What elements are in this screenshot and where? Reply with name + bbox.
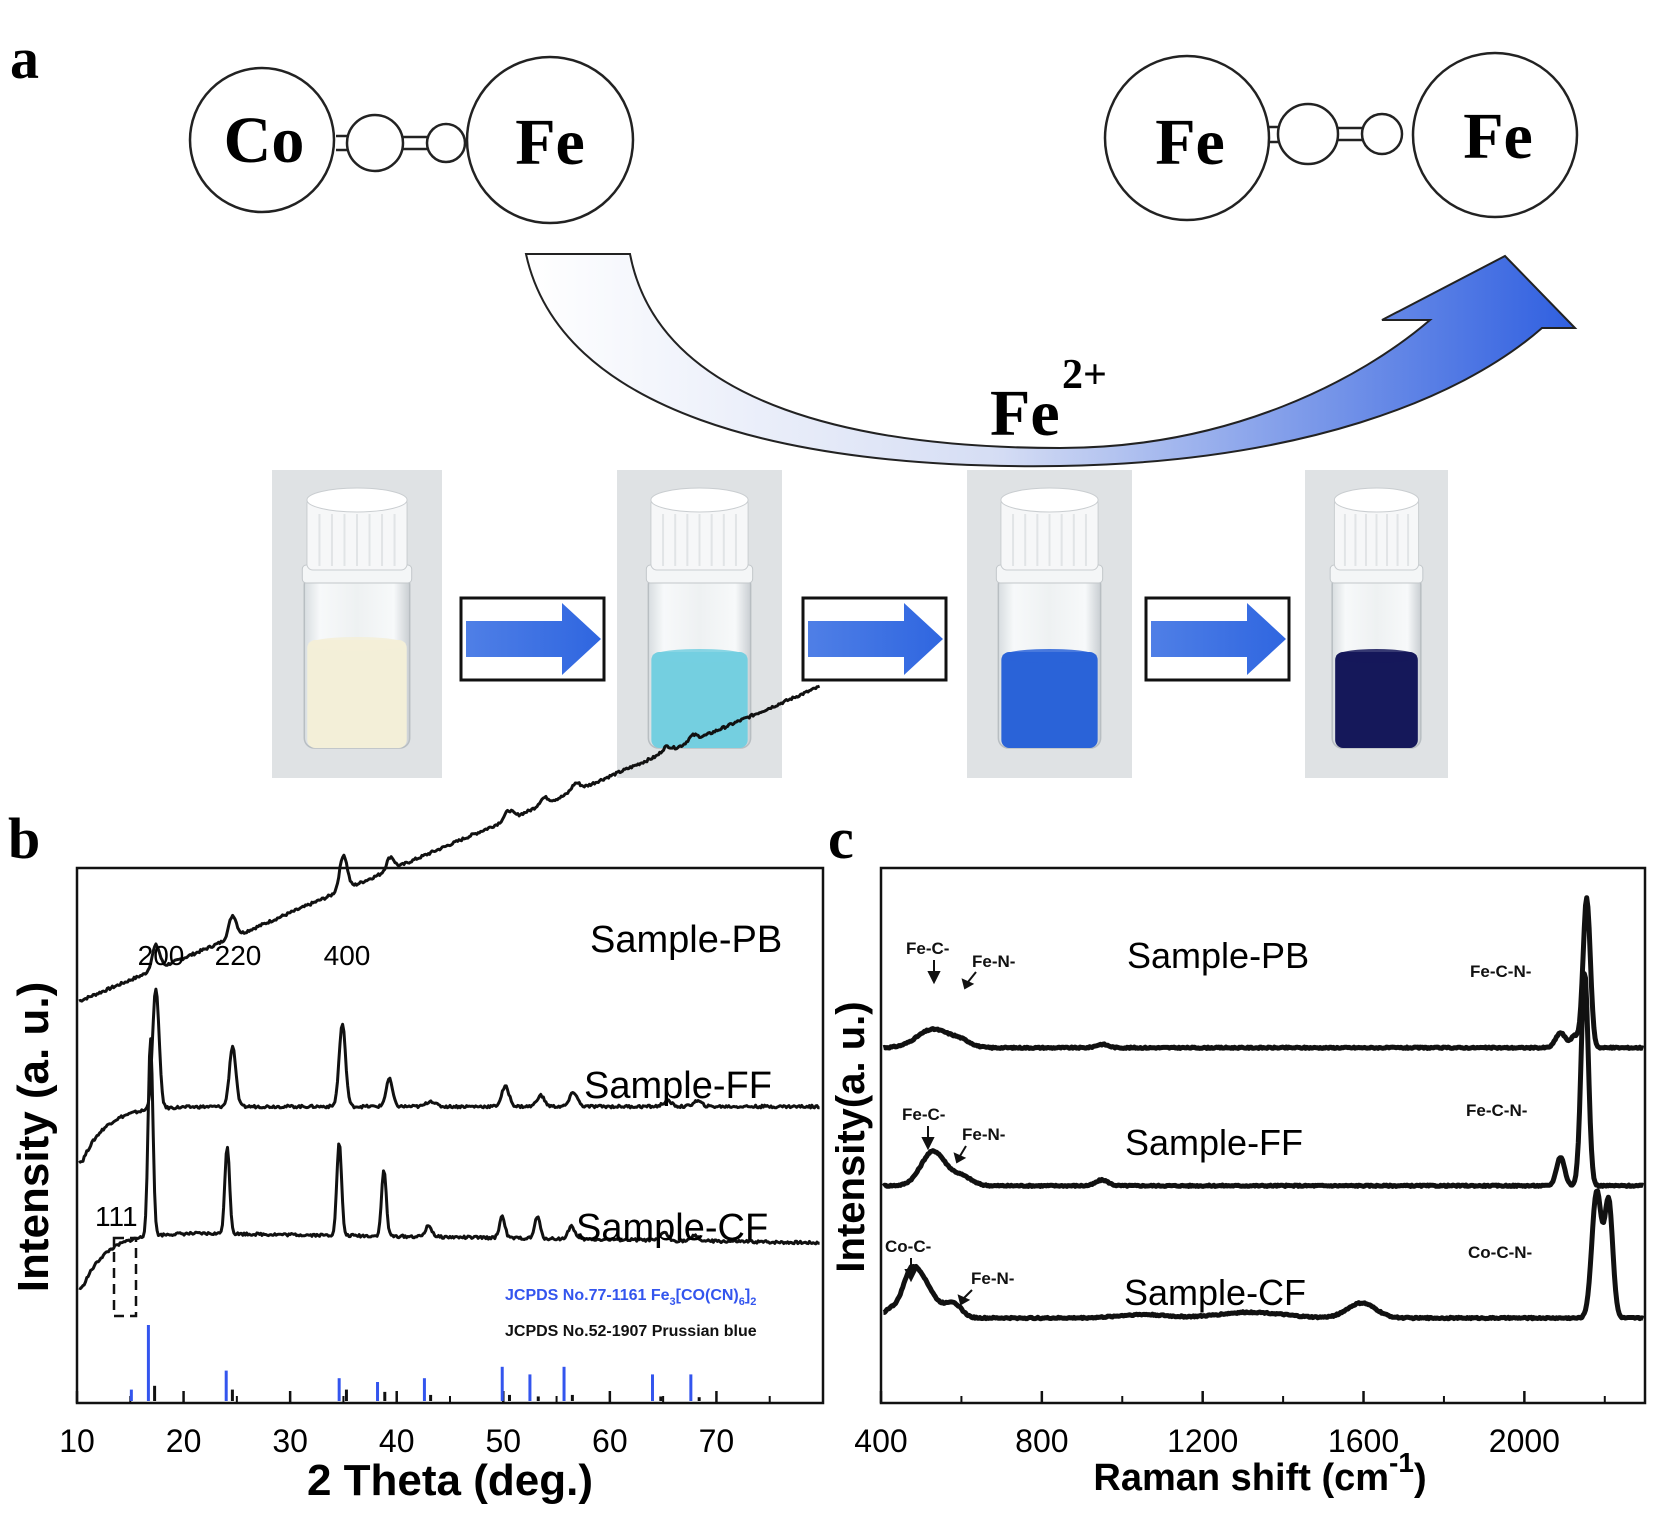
raman-x-tick-label: 2000 bbox=[1489, 1423, 1560, 1459]
raman-series-label-pb: Sample-PB bbox=[1127, 935, 1309, 976]
vial-liquid bbox=[307, 640, 407, 748]
molecule-right bbox=[1103, 51, 1579, 222]
raman-annot-ff-fec: Fe-C- bbox=[902, 1105, 945, 1124]
xrd-inset-box bbox=[112, 1236, 138, 1318]
curved-arrow bbox=[524, 253, 1578, 468]
xrd-x-axis: 10 20 30 40 50 60 70 bbox=[59, 1391, 771, 1459]
xrd-x-tick-label: 40 bbox=[379, 1423, 415, 1459]
raman-x-tick-label: 400 bbox=[854, 1423, 907, 1459]
atom-label-fe-left: Fe bbox=[515, 106, 585, 179]
vial-cap-top bbox=[650, 487, 749, 513]
xrd-y-axis-title: Intensity (a. u.) bbox=[9, 982, 58, 1292]
raman-trace-sample-cf bbox=[882, 1188, 1645, 1322]
raman-x-tick-label: 1600 bbox=[1328, 1423, 1399, 1459]
ion-charge: 2+ bbox=[1062, 352, 1107, 398]
xrd-x-tick-label: 50 bbox=[485, 1423, 521, 1459]
raman-x-axis: 400 800 1200 1600 2000 bbox=[854, 1391, 1606, 1459]
vial-meniscus bbox=[652, 649, 747, 663]
raman-x-tick-label: 1200 bbox=[1167, 1423, 1238, 1459]
xrd-peak-label-200: 200 bbox=[138, 940, 185, 971]
vial-cap-top bbox=[1333, 487, 1420, 513]
atom-label-co: Co bbox=[224, 104, 305, 177]
xrd-x-axis-title: 2 Theta (deg.) bbox=[307, 1456, 593, 1505]
xrd-x-tick-label: 20 bbox=[166, 1423, 202, 1459]
vial-3 bbox=[967, 470, 1132, 778]
atom-label-fe-right-2: Fe bbox=[1463, 100, 1533, 173]
xrd-trace-sample-cf bbox=[78, 1037, 820, 1291]
bridge-ring-large-left bbox=[345, 113, 405, 173]
vial-liquid bbox=[1001, 652, 1098, 748]
raman-annot-cf-cocn: Co-C-N- bbox=[1468, 1243, 1532, 1262]
molecule-left bbox=[188, 55, 635, 225]
panel-label-b: b bbox=[8, 806, 40, 871]
raman-annot-cf-coc: Co-C- bbox=[885, 1237, 931, 1256]
panel-b: b 10 20 30 40 50 60 70 Sample-PB Sample-FF Sam… bbox=[8, 684, 825, 1505]
raman-annotation-arrows bbox=[904, 960, 977, 1306]
raman-series-label-ff: Sample-FF bbox=[1125, 1122, 1303, 1163]
xrd-peak-label-400: 400 bbox=[324, 940, 371, 971]
vial-1 bbox=[272, 470, 442, 778]
vial-meniscus bbox=[308, 637, 406, 651]
xrd-peak-label-220: 220 bbox=[215, 940, 262, 971]
process-arrows bbox=[459, 596, 1291, 682]
vial-cap-top bbox=[306, 487, 408, 513]
vial-cap-top bbox=[1000, 487, 1099, 513]
xrd-series-label-pb: Sample-PB bbox=[590, 919, 782, 961]
atom-fe-right-1 bbox=[1103, 54, 1271, 222]
atom-label-fe-right-1: Fe bbox=[1155, 106, 1225, 179]
bridge-ring-large-right bbox=[1276, 102, 1340, 166]
process-arrow-3 bbox=[1144, 596, 1291, 682]
xrd-ref-legend-blue: JCPDS No.77-1161 Fe3[CO(CN)6]2 bbox=[505, 1287, 756, 1308]
xrd-inset-label-111: 111 bbox=[95, 1201, 138, 1232]
raman-series-label-cf: Sample-CF bbox=[1124, 1272, 1306, 1313]
panel-label-c: c bbox=[828, 806, 854, 871]
xrd-x-tick-label: 60 bbox=[592, 1423, 628, 1459]
process-arrow-1 bbox=[459, 596, 606, 682]
process-arrow-2 bbox=[801, 596, 948, 682]
xrd-series-label-cf: Sample-CF bbox=[576, 1207, 768, 1249]
raman-annot-pb-fec: Fe-C- bbox=[906, 939, 949, 958]
xrd-x-tick-label: 10 bbox=[59, 1423, 95, 1459]
xrd-ref-legend-black: JCPDS No.52-1907 Prussian blue bbox=[505, 1323, 757, 1340]
raman-plot-frame bbox=[879, 866, 1647, 1405]
vial-4 bbox=[1305, 470, 1448, 778]
xrd-traces bbox=[78, 684, 821, 1291]
atom-fe-left bbox=[465, 55, 635, 225]
raman-annotations: Fe-C- Fe-N- Fe-C-N- Fe-C- Fe-N- Fe-C-N- … bbox=[885, 939, 1532, 1288]
vial-liquid bbox=[1335, 652, 1418, 748]
xrd-trace-sample-ff bbox=[78, 987, 820, 1165]
raman-annot-pb-fen: Fe-N- bbox=[972, 952, 1015, 971]
raman-x-tick-label: 800 bbox=[1015, 1423, 1068, 1459]
raman-annot-ff-fecn: Fe-C-N- bbox=[1466, 1101, 1527, 1120]
xrd-x-tick-label: 30 bbox=[272, 1423, 308, 1459]
bridge-ring-small-right bbox=[1360, 112, 1404, 156]
raman-x-axis-title: Raman shift (cm-1) bbox=[1093, 1447, 1426, 1499]
raman-annot-pb-fecn: Fe-C-N- bbox=[1470, 962, 1531, 981]
raman-traces bbox=[881, 895, 1645, 1322]
xrd-reference-lines bbox=[129, 1325, 701, 1401]
ion-label: Fe bbox=[990, 377, 1060, 450]
raman-trace-sample-ff bbox=[881, 971, 1645, 1189]
panel-label-a: a bbox=[10, 26, 39, 91]
vial-meniscus bbox=[1336, 649, 1417, 663]
atom-fe-right-2 bbox=[1411, 51, 1579, 219]
panel-a: a Co Fe Fe Fe Fe 2+ bbox=[10, 26, 1579, 778]
xrd-trace-sample-pb bbox=[78, 684, 821, 1003]
raman-annot-cf-fen: Fe-N- bbox=[971, 1269, 1014, 1288]
vial-2 bbox=[617, 470, 782, 778]
xrd-x-tick-label: 70 bbox=[699, 1423, 735, 1459]
vial-liquid bbox=[651, 652, 748, 748]
raman-trace-sample-pb bbox=[882, 895, 1645, 1051]
bridge-ring-small-left bbox=[425, 122, 467, 164]
panel-c: c 400 800 1200 1600 2000 Sample-PB Sample-FF… bbox=[828, 806, 1647, 1499]
xrd-series-label-ff: Sample-FF bbox=[584, 1065, 772, 1107]
atom-co bbox=[188, 66, 336, 214]
raman-y-axis-title: Intensity(a. u.) bbox=[829, 1001, 873, 1272]
raman-annot-ff-fen: Fe-N- bbox=[962, 1125, 1005, 1144]
vial-photos bbox=[272, 470, 1448, 778]
vial-meniscus bbox=[1002, 649, 1097, 663]
